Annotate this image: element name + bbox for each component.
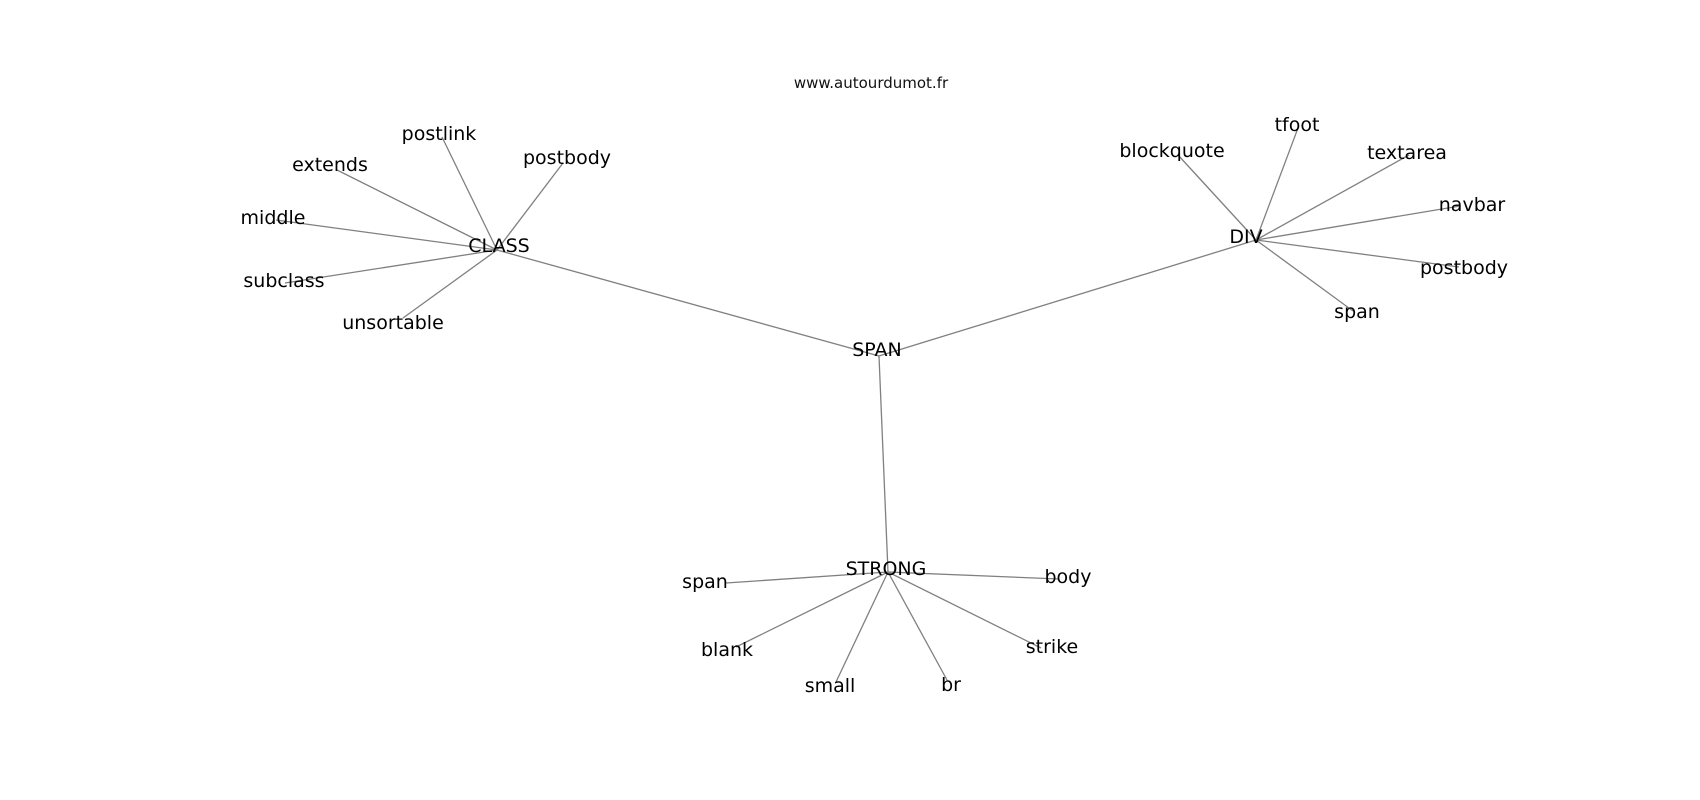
edge-class-unsortable — [402, 249, 498, 319]
leaf-node-navbar[interactable]: navbar — [1439, 194, 1506, 216]
edge-class-subclass — [284, 249, 498, 284]
leaf-node-unsortable[interactable]: unsortable — [342, 312, 444, 334]
edge-div-postbody — [1255, 239, 1460, 268]
edge-div-textarea — [1255, 154, 1410, 241]
leaf-node-body[interactable]: body — [1045, 566, 1092, 588]
edge-class-postbody — [496, 162, 564, 251]
edge-strong-small — [835, 571, 889, 683]
edge-div-span — [1255, 239, 1354, 312]
root-node-span[interactable]: SPAN — [852, 339, 902, 361]
leaf-node-textarea[interactable]: textarea — [1367, 142, 1447, 164]
leaf-node-postlink[interactable]: postlink — [402, 123, 477, 145]
edge-class-postlink — [441, 136, 498, 251]
leaf-node-span-strong[interactable]: span — [682, 571, 728, 593]
hub-node-class[interactable]: CLASS — [468, 235, 529, 257]
leaf-node-middle[interactable]: middle — [241, 207, 306, 229]
edge-root-div — [878, 239, 1257, 357]
leaf-node-br[interactable]: br — [941, 674, 961, 696]
edge-div-navbar — [1255, 205, 1461, 241]
leaf-node-tfoot[interactable]: tfoot — [1275, 114, 1320, 136]
edge-div-blockquote — [1177, 154, 1257, 241]
leaf-node-postbody-div[interactable]: postbody — [1420, 257, 1508, 279]
edge-div-tfoot — [1255, 127, 1299, 241]
hub-node-div[interactable]: DIV — [1229, 226, 1262, 248]
edge-strong-span — [725, 571, 889, 584]
edge-strong-br — [887, 571, 948, 681]
edge-root-strong — [878, 355, 889, 573]
leaf-node-postbody[interactable]: postbody — [523, 147, 611, 169]
leaf-node-span-div[interactable]: span — [1334, 301, 1380, 323]
leaf-node-blockquote[interactable]: blockquote — [1119, 140, 1224, 162]
edge-strong-strike — [887, 571, 1042, 649]
edge-class-middle — [275, 219, 498, 251]
edge-class-extends — [336, 169, 498, 251]
leaf-node-blank[interactable]: blank — [701, 639, 753, 661]
edge-strong-blank — [735, 571, 889, 648]
leaf-node-small[interactable]: small — [805, 675, 856, 697]
leaf-node-extends[interactable]: extends — [292, 154, 368, 176]
edge-root-class — [496, 249, 880, 357]
edge-strong-body — [887, 571, 1060, 580]
hub-node-strong[interactable]: STRONG — [846, 558, 927, 580]
leaf-node-strike[interactable]: strike — [1026, 636, 1078, 658]
site-watermark: www.autourdumot.fr — [794, 74, 949, 92]
graph-edges — [275, 127, 1461, 683]
leaf-node-subclass[interactable]: subclass — [243, 270, 324, 292]
